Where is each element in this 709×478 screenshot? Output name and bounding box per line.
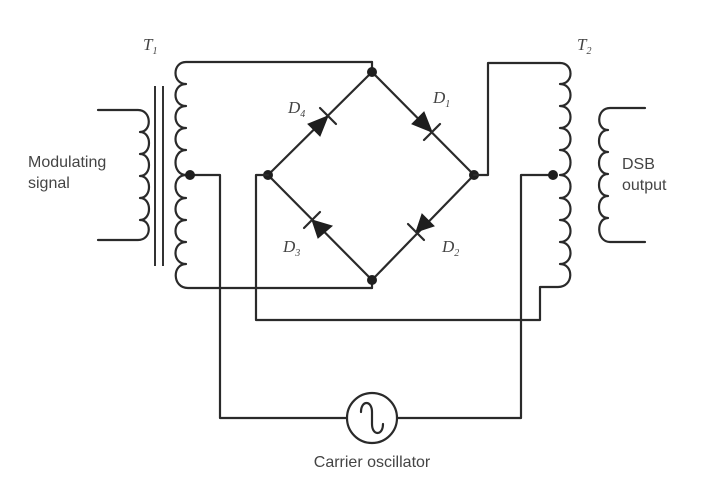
t1-primary-coil (96, 108, 151, 242)
diode-d1-triangle (411, 111, 433, 133)
t2-label: T2 (577, 35, 591, 57)
output-label-line1: DSB (622, 156, 655, 173)
bridge-top-node (367, 67, 377, 77)
diode-d1-bar (422, 122, 442, 142)
input-label-line2: signal (28, 175, 70, 192)
t2-primary-coil (254, 61, 572, 322)
output-label-line2: output (622, 177, 667, 194)
bridge-to-t2-wire (472, 61, 562, 177)
d3-label: D3 (282, 237, 300, 259)
diode-d2-bar (406, 222, 426, 242)
diode-d3-bar (302, 210, 322, 230)
t1-label: T1 (143, 35, 157, 57)
t2-secondary-coil (597, 106, 647, 244)
d1-label: D1 (432, 88, 450, 110)
diode-d4 (307, 106, 338, 137)
t1-center-tap-wire (188, 173, 349, 420)
d4-label: D4 (287, 98, 305, 120)
bridge-bottom-node (367, 275, 377, 285)
oscillator-label: Carrier oscillator (314, 454, 431, 471)
t2-center-tap-wire (395, 173, 555, 420)
d2-label: D2 (441, 237, 459, 259)
sine-wave-icon (359, 401, 385, 435)
diode-d2-triangle (415, 213, 435, 233)
diode-d3-triangle (311, 219, 334, 239)
input-label-line1: Modulating (28, 154, 106, 171)
diode-d3 (302, 210, 334, 239)
diode-d4-triangle (307, 115, 329, 137)
t2-center-tap-node (548, 170, 558, 180)
oscillator-circle (345, 391, 399, 445)
diode-d2 (406, 213, 435, 242)
t1-center-tap-node (185, 170, 195, 180)
diode-d4-bar (318, 106, 338, 126)
carrier-oscillator (345, 391, 399, 445)
diode-d1 (411, 111, 442, 142)
